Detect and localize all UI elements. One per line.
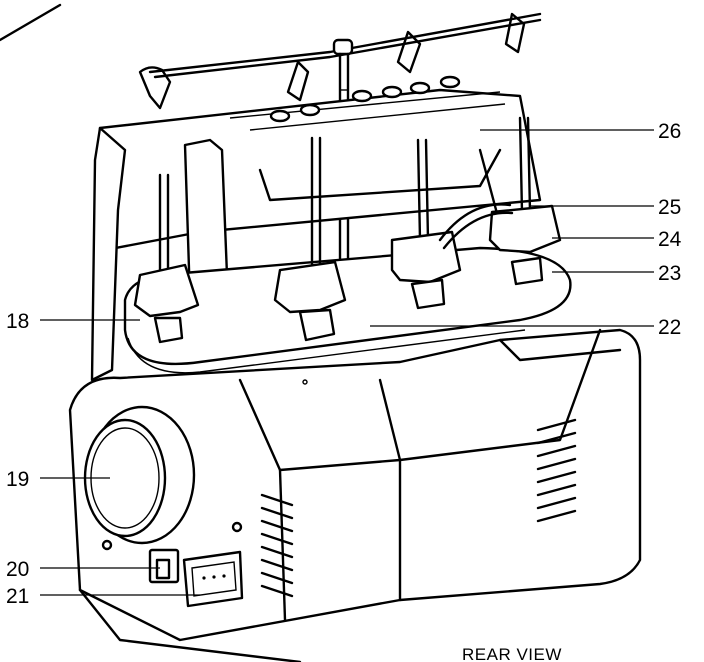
thread-guide-icon: [396, 30, 422, 74]
callout-23: 23: [658, 262, 681, 285]
spool-pin-icon: [273, 136, 347, 342]
callout-22: 22: [658, 316, 681, 339]
pole-cap: [332, 38, 354, 56]
scan-edge-mark: [0, 3, 62, 42]
callout-25: 25: [658, 196, 681, 219]
socket-icon: [182, 550, 244, 608]
vent-grille-icon: [260, 493, 294, 598]
callout-21: 21: [6, 585, 29, 608]
screw-icon: [101, 539, 113, 551]
thread-guide-bar: [148, 12, 542, 74]
handwheel-icon: [83, 405, 196, 545]
callout-20: 20: [6, 558, 29, 581]
thread-guide-icon: [504, 12, 526, 54]
thread-guide-icon: [138, 66, 172, 110]
callout-19: 19: [6, 468, 29, 491]
spool-pin-icon: [488, 116, 562, 286]
power-switch-icon: [148, 548, 180, 584]
spool-pin-icon: [390, 138, 462, 310]
vent-grille-icon: [536, 418, 577, 523]
callout-18: 18: [6, 310, 29, 333]
thread-guide-icon: [286, 60, 310, 102]
rear-upright-left: [90, 126, 127, 382]
view-caption: REAR VIEW: [462, 645, 562, 662]
screw-icon: [231, 521, 243, 533]
spool-pin-icon: [133, 173, 200, 344]
thread-tube: [438, 203, 512, 242]
callout-24: 24: [658, 228, 682, 251]
callout-26: 26: [658, 120, 681, 143]
tension-dials: [269, 75, 461, 123]
